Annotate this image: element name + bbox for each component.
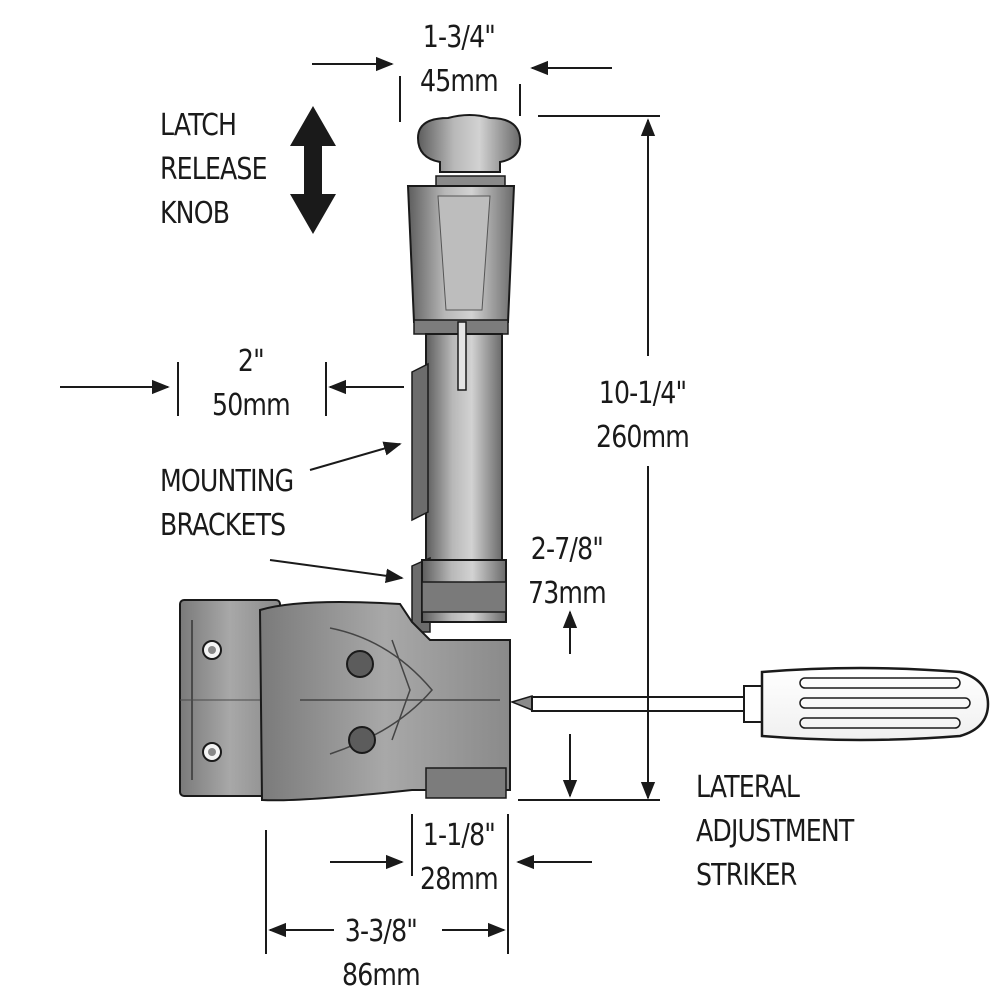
latch-release-knob-label: LATCH RELEASE KNOB [160, 108, 268, 231]
latch-release-knob [416, 114, 522, 187]
dimension-overall-width: 3-3/8" 86mm [342, 914, 421, 993]
screwdriver [509, 666, 990, 742]
dimension-bracket-width: 2" 50mm [212, 344, 291, 423]
latch-release-arrow-icon [290, 106, 336, 234]
dimension-lines [60, 56, 660, 954]
lower-collar [421, 559, 507, 623]
upper-housing [406, 185, 516, 335]
dimension-base-width: 1-1/8" 28mm [420, 818, 499, 897]
mounting-brackets-label: MOUNTING BRACKETS [160, 464, 294, 543]
dimension-overall-height: 10-1/4" 260mm [596, 376, 690, 455]
lateral-adjustment-striker-label: LATERAL ADJUSTMENT STRIKER [696, 770, 854, 893]
striker-screw-lower [348, 726, 376, 754]
dimension-knob-width: 1-3/4" 45mm [420, 20, 499, 99]
striker-body [258, 601, 511, 802]
striker-screw-upper [346, 650, 374, 678]
dimension-striker-height: 2-7/8" 73mm [528, 532, 607, 611]
latch-tube [425, 321, 503, 563]
mounting-bracket-upper [411, 362, 429, 522]
